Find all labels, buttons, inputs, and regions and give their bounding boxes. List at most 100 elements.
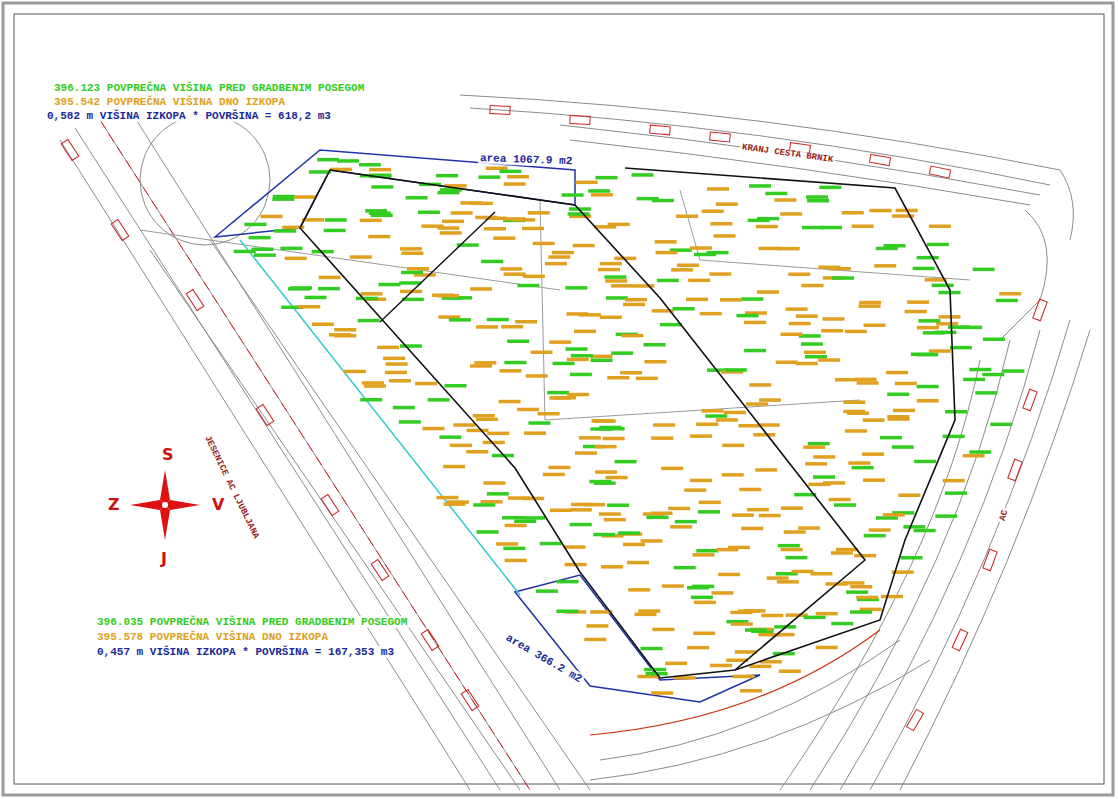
survey-point	[445, 384, 467, 388]
survey-point	[570, 373, 592, 377]
survey-point	[432, 294, 454, 298]
survey-point	[943, 479, 965, 483]
survey-point	[475, 216, 497, 220]
survey-point	[898, 494, 920, 498]
survey-point	[605, 279, 627, 283]
survey-point	[806, 195, 828, 199]
survey-point	[820, 226, 842, 230]
survey-point	[670, 525, 692, 529]
survey-point	[598, 268, 620, 272]
survey-point	[371, 185, 393, 189]
survey-point	[436, 174, 458, 178]
survey-point	[415, 382, 437, 386]
survey-point	[707, 187, 729, 191]
survey-point	[857, 381, 879, 385]
chainage-marker	[421, 629, 439, 650]
survey-point	[628, 588, 650, 592]
survey-point	[698, 510, 720, 513]
survey-point	[917, 326, 939, 330]
survey-point	[740, 689, 762, 693]
chainage-marker	[907, 709, 924, 730]
survey-point	[567, 358, 589, 362]
survey-point	[823, 481, 845, 485]
survey-point	[748, 219, 770, 223]
survey-point	[623, 543, 645, 547]
survey-point	[533, 242, 555, 246]
survey-point	[744, 349, 766, 353]
survey-point	[747, 508, 769, 512]
area-outline	[515, 575, 760, 702]
survey-point	[483, 481, 505, 485]
survey-point	[693, 553, 715, 557]
survey-point	[371, 214, 393, 218]
survey-point	[848, 461, 870, 465]
survey-point	[526, 374, 548, 378]
survey-point	[477, 530, 499, 534]
survey-point	[732, 513, 754, 517]
chainage-marker	[1008, 459, 1022, 481]
survey-point	[690, 246, 712, 250]
survey-point	[274, 229, 296, 233]
survey-point	[389, 379, 411, 383]
chainage-marker	[570, 115, 590, 124]
survey-point	[515, 320, 537, 324]
survey-point	[905, 310, 927, 314]
survey-point	[929, 225, 951, 229]
survey-point	[548, 255, 570, 258]
chainage-marker	[256, 404, 274, 425]
survey-point	[943, 435, 965, 439]
survey-point	[761, 614, 783, 618]
survey-point	[796, 314, 818, 318]
survey-point	[863, 478, 885, 482]
survey-point	[587, 624, 609, 628]
survey-point	[696, 423, 718, 427]
survey-point	[621, 334, 643, 338]
survey-point	[720, 298, 742, 302]
survey-point	[548, 466, 570, 470]
survey-point	[969, 450, 991, 454]
survey-point	[778, 247, 800, 251]
survey-point	[567, 393, 589, 397]
survey-point	[442, 220, 464, 224]
survey-point	[635, 613, 657, 617]
survey-point	[571, 354, 593, 358]
survey-point	[438, 191, 460, 195]
survey-point	[607, 376, 629, 380]
survey-point	[570, 508, 592, 512]
chainage-marker	[952, 629, 968, 651]
survey-point	[710, 664, 732, 668]
survey-point	[644, 343, 666, 347]
survey-point	[536, 589, 558, 593]
survey-point	[887, 393, 909, 397]
survey-point	[657, 279, 679, 283]
survey-point	[440, 231, 462, 235]
survey-point	[601, 565, 623, 569]
survey-point	[999, 292, 1021, 296]
site-outline	[625, 168, 955, 670]
survey-point	[244, 223, 266, 227]
survey-point	[603, 437, 625, 441]
survey-point	[728, 546, 750, 550]
compass-rose	[130, 470, 200, 540]
survey-point	[805, 355, 827, 359]
survey-point	[687, 646, 709, 650]
survey-point	[487, 432, 509, 436]
survey-point	[779, 670, 801, 674]
survey-point	[845, 330, 867, 334]
survey-point	[471, 202, 493, 206]
survey-point	[505, 559, 527, 563]
survey-point	[903, 525, 925, 529]
chainage-marker	[1033, 299, 1047, 321]
survey-point	[808, 442, 830, 446]
survey-point	[767, 576, 789, 580]
survey-point	[401, 271, 423, 275]
road-lines	[590, 320, 1090, 790]
survey-point	[671, 268, 693, 272]
survey-point	[584, 638, 606, 642]
survey-point	[545, 262, 567, 266]
survey-point	[874, 264, 896, 268]
survey-point	[842, 211, 864, 215]
survey-point	[507, 340, 529, 344]
survey-point	[606, 476, 628, 480]
survey-point	[620, 371, 642, 375]
